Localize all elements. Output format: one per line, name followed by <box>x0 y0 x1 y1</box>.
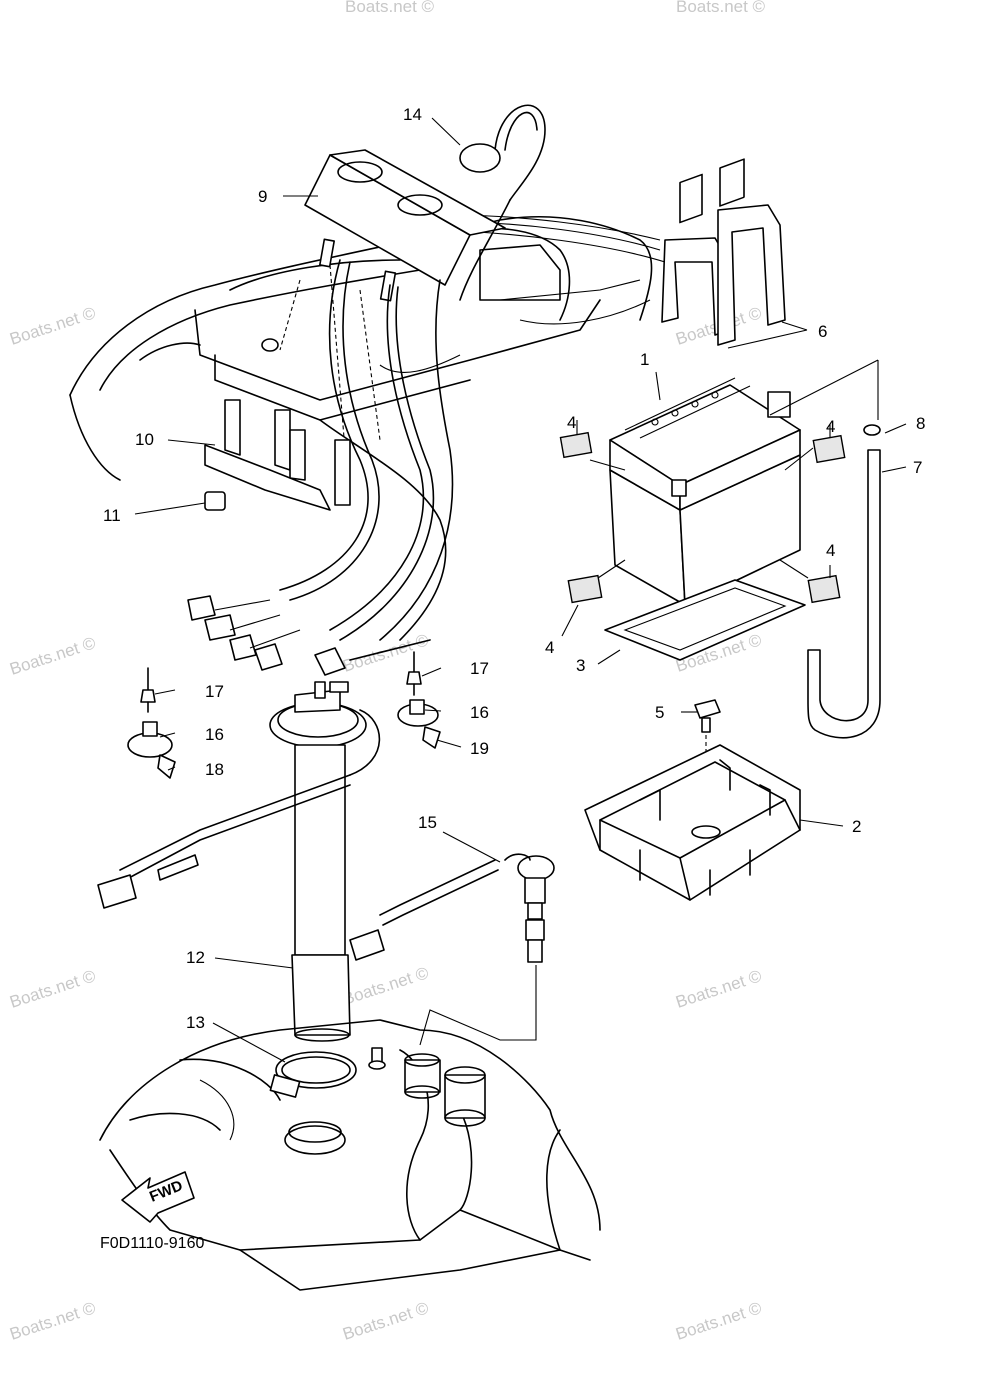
watermark: Boats.net © <box>7 303 98 349</box>
sensor-15 <box>349 853 555 1046</box>
callout-13: 13 <box>186 1013 205 1032</box>
wire-harness <box>187 259 454 676</box>
callout-11: 11 <box>103 506 121 525</box>
callout-5: 5 <box>655 703 664 722</box>
callout-4: 4 <box>826 541 835 560</box>
callout-7: 7 <box>913 458 922 477</box>
watermark: Boats.net © <box>7 966 98 1012</box>
pad-4 <box>812 434 846 464</box>
callout-6: 6 <box>818 322 827 341</box>
callout-2: 2 <box>852 817 861 836</box>
watermark: Boats.net © <box>340 963 431 1009</box>
diagram-code: F0D1110-9160 <box>100 1235 204 1252</box>
bracket <box>204 399 351 511</box>
callout-16: 16 <box>205 725 224 744</box>
callout-3: 3 <box>576 656 585 675</box>
callout-15: 15 <box>418 813 437 832</box>
callout-labels: 1 2 3 4 4 4 4 5 6 7 8 9 10 11 12 13 14 1… <box>103 105 925 1032</box>
watermark: Boats.net © <box>673 1298 764 1344</box>
callout-17: 17 <box>205 682 224 701</box>
callout-12: 12 <box>186 948 205 967</box>
watermark: Boats.net © <box>340 1298 431 1344</box>
battery <box>609 158 801 606</box>
callout-1: 1 <box>640 350 649 369</box>
pad-4 <box>807 574 841 604</box>
watermark: Boats.net © <box>7 1298 98 1344</box>
leader-lines <box>134 117 907 1063</box>
callout-4: 4 <box>567 413 576 432</box>
watermark: Boats.net © <box>676 0 766 16</box>
callout-4: 4 <box>545 638 554 657</box>
watermark: Boats.net © <box>673 966 764 1012</box>
callout-10: 10 <box>135 430 154 449</box>
callout-18: 18 <box>205 760 224 779</box>
vent-hose <box>807 360 881 739</box>
callout-8: 8 <box>916 414 925 433</box>
callout-16: 16 <box>470 703 489 722</box>
callout-19: 19 <box>470 739 489 758</box>
deck-outline <box>69 214 666 641</box>
clamp-right <box>397 651 441 749</box>
callout-14: 14 <box>403 105 422 124</box>
battery-straps <box>661 204 786 346</box>
watermark: Boats.net © <box>345 0 435 16</box>
nut-11 <box>204 491 226 511</box>
pad-4 <box>567 574 603 604</box>
callout-9: 9 <box>258 187 267 206</box>
callout-17: 17 <box>470 659 489 678</box>
fuel-tank <box>99 1019 601 1291</box>
callout-4: 4 <box>826 417 835 436</box>
clamp-left <box>127 667 176 779</box>
battery-mat <box>604 579 806 661</box>
battery-box <box>584 744 801 901</box>
fuel-sender <box>97 681 381 1042</box>
pad-4 <box>559 431 593 459</box>
grommet-cable <box>459 104 546 301</box>
watermark: Boats.net © <box>340 630 431 676</box>
meter-panel <box>304 149 506 302</box>
fwd-arrow-icon: FWD <box>121 1171 195 1223</box>
watermark: Boats.net © <box>7 633 98 679</box>
